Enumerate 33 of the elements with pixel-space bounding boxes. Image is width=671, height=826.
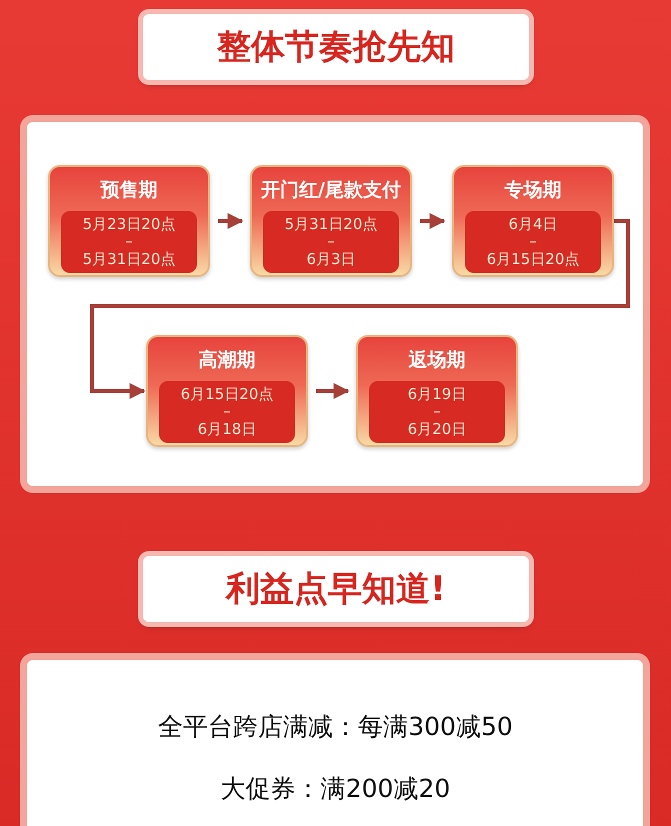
date-text: 6月3日 <box>306 250 356 268</box>
period-card <box>356 335 518 447</box>
date-text: 6月15日20点 <box>180 386 274 404</box>
period-card <box>146 335 308 447</box>
date-text: 6月20日 <box>408 420 466 438</box>
date-text: 5月23日20点 <box>82 216 176 234</box>
period-name: 高潮期 <box>198 348 256 373</box>
period-card <box>452 165 614 277</box>
date-text: – <box>223 403 231 420</box>
arrow <box>218 213 244 229</box>
date-text: 6月18日 <box>198 420 256 438</box>
benefit-text: 大促券：满200减20 <box>220 773 452 805</box>
period-name: 开门红/尾款支付 <box>261 178 401 203</box>
date-text: 6月19日 <box>408 386 466 404</box>
period-name: 返场期 <box>408 348 466 373</box>
section-heading: 利益点早知道! <box>143 556 529 622</box>
date-text: 5月31日20点 <box>82 250 176 268</box>
arrow <box>420 213 446 229</box>
date-text: 6月4日 <box>508 216 558 234</box>
date-text: – <box>433 403 441 420</box>
date-text: 6月15日20点 <box>486 250 580 268</box>
date-text: – <box>125 233 133 250</box>
date-text: – <box>327 233 335 250</box>
period-name: 预售期 <box>100 178 158 203</box>
period-name: 专场期 <box>504 178 562 203</box>
arrow <box>316 383 350 399</box>
period-card <box>48 165 210 277</box>
arrow <box>90 219 630 399</box>
period-card <box>250 165 412 277</box>
title: 整体节奏抢先知 <box>143 14 529 80</box>
date-text: – <box>529 233 537 250</box>
date-text: 5月31日20点 <box>284 216 378 234</box>
benefit-text: 全平台跨店满减：每满300减50 <box>157 711 514 743</box>
